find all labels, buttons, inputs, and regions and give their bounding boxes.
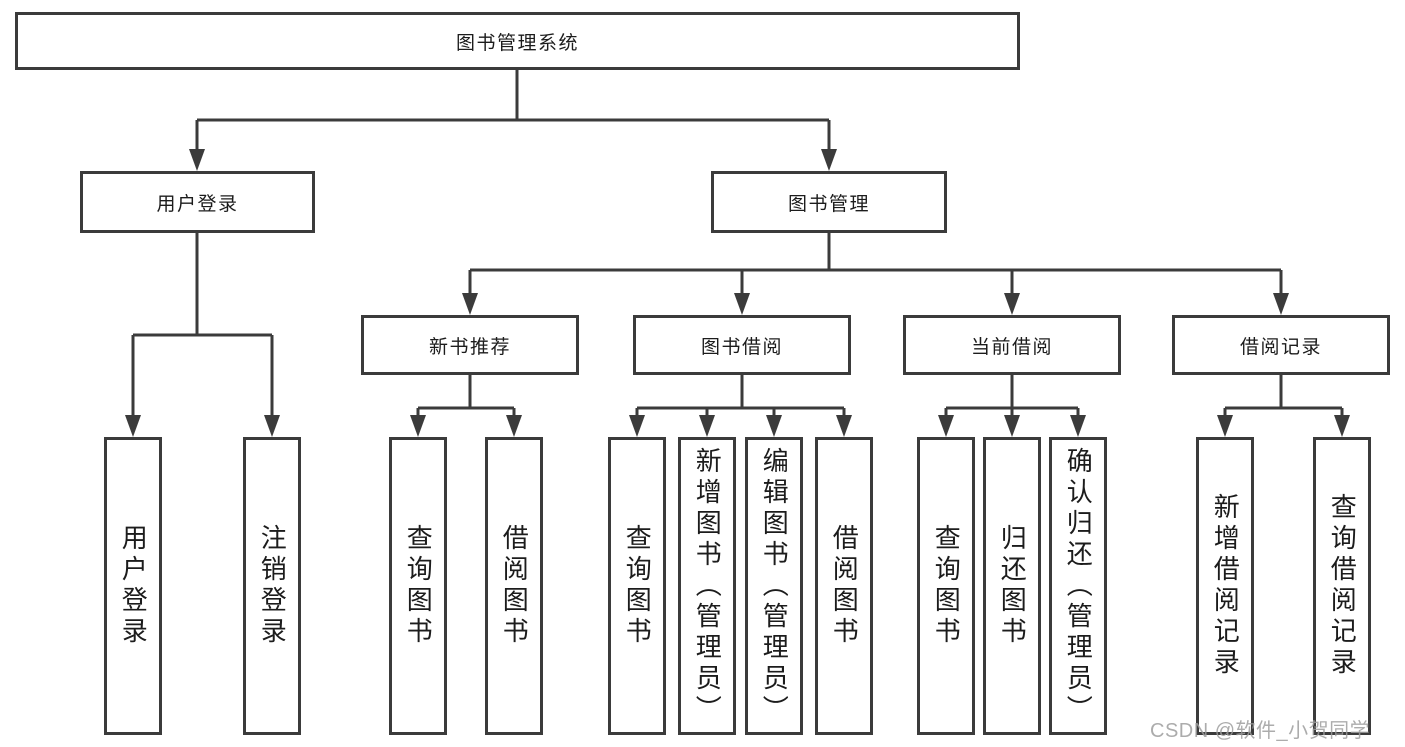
leaf-user-login: 用户登录: [104, 437, 162, 735]
arrowheads: [125, 149, 1350, 437]
leaf-query-books-borrowing: 查询图书: [608, 437, 666, 735]
leaf-return-books-label: 归还图书: [997, 524, 1028, 648]
node-current-borrowing: 当前借阅: [903, 315, 1121, 375]
edge-borrow-records-bus: [1223, 375, 1344, 417]
node-library-management-system-label: 图书管理系统: [455, 32, 579, 54]
node-borrowing-records-label: 借阅记录: [1239, 336, 1322, 358]
node-new-book-recommendation-label: 新书推荐: [428, 336, 511, 358]
leaf-edit-books-admin-label: 编辑图书（管理员）: [759, 446, 790, 726]
edge-book-mgmt-bus: [468, 233, 1283, 295]
leaf-query-books-borrowing-label: 查询图书: [622, 524, 653, 648]
node-book-management-label: 图书管理: [787, 193, 870, 215]
leaf-query-borrow-record-label: 查询借阅记录: [1327, 493, 1358, 679]
edge-current-borrowing-bus: [944, 375, 1080, 417]
node-book-borrowing: 图书借阅: [633, 315, 851, 375]
watermark: CSDN @软件_小贺同学: [1150, 720, 1371, 742]
node-library-management-system: 图书管理系统: [15, 12, 1020, 70]
leaf-confirm-return-admin-label: 确认归还（管理员）: [1063, 446, 1094, 726]
edge-new-book-bus: [416, 375, 516, 417]
node-book-borrowing-label: 图书借阅: [700, 336, 783, 358]
leaf-confirm-return-admin: 确认归还（管理员）: [1049, 437, 1107, 735]
leaf-add-books-admin-label: 新增图书（管理员）: [692, 446, 723, 726]
node-book-management: 图书管理: [711, 171, 947, 233]
edge-user-login-bus: [131, 233, 274, 417]
node-user-login: 用户登录: [80, 171, 315, 233]
leaf-user-login-label: 用户登录: [118, 524, 149, 648]
leaf-query-books-recommend-label: 查询图书: [403, 524, 434, 648]
node-current-borrowing-label: 当前借阅: [970, 336, 1053, 358]
leaf-add-books-admin: 新增图书（管理员）: [678, 437, 736, 735]
node-user-login-label: 用户登录: [156, 193, 239, 215]
edge-book-borrowing-bus: [635, 375, 846, 417]
leaf-query-books-current-label: 查询图书: [931, 524, 962, 648]
leaf-query-borrow-record: 查询借阅记录: [1313, 437, 1371, 735]
leaf-borrow-books-label: 借阅图书: [829, 524, 860, 648]
leaf-borrow-books-recommend: 借阅图书: [485, 437, 543, 735]
leaf-add-borrow-record: 新增借阅记录: [1196, 437, 1254, 735]
edge-root-bus: [195, 70, 831, 151]
leaf-add-borrow-record-label: 新增借阅记录: [1210, 493, 1241, 679]
node-borrowing-records: 借阅记录: [1172, 315, 1390, 375]
leaf-logout-login: 注销登录: [243, 437, 301, 735]
leaf-borrow-books: 借阅图书: [815, 437, 873, 735]
leaf-edit-books-admin: 编辑图书（管理员）: [745, 437, 803, 735]
leaf-query-books-current: 查询图书: [917, 437, 975, 735]
leaf-query-books-recommend: 查询图书: [389, 437, 447, 735]
leaf-return-books: 归还图书: [983, 437, 1041, 735]
node-new-book-recommendation: 新书推荐: [361, 315, 579, 375]
leaf-logout-login-label: 注销登录: [257, 524, 288, 648]
leaf-borrow-books-recommend-label: 借阅图书: [499, 524, 530, 648]
